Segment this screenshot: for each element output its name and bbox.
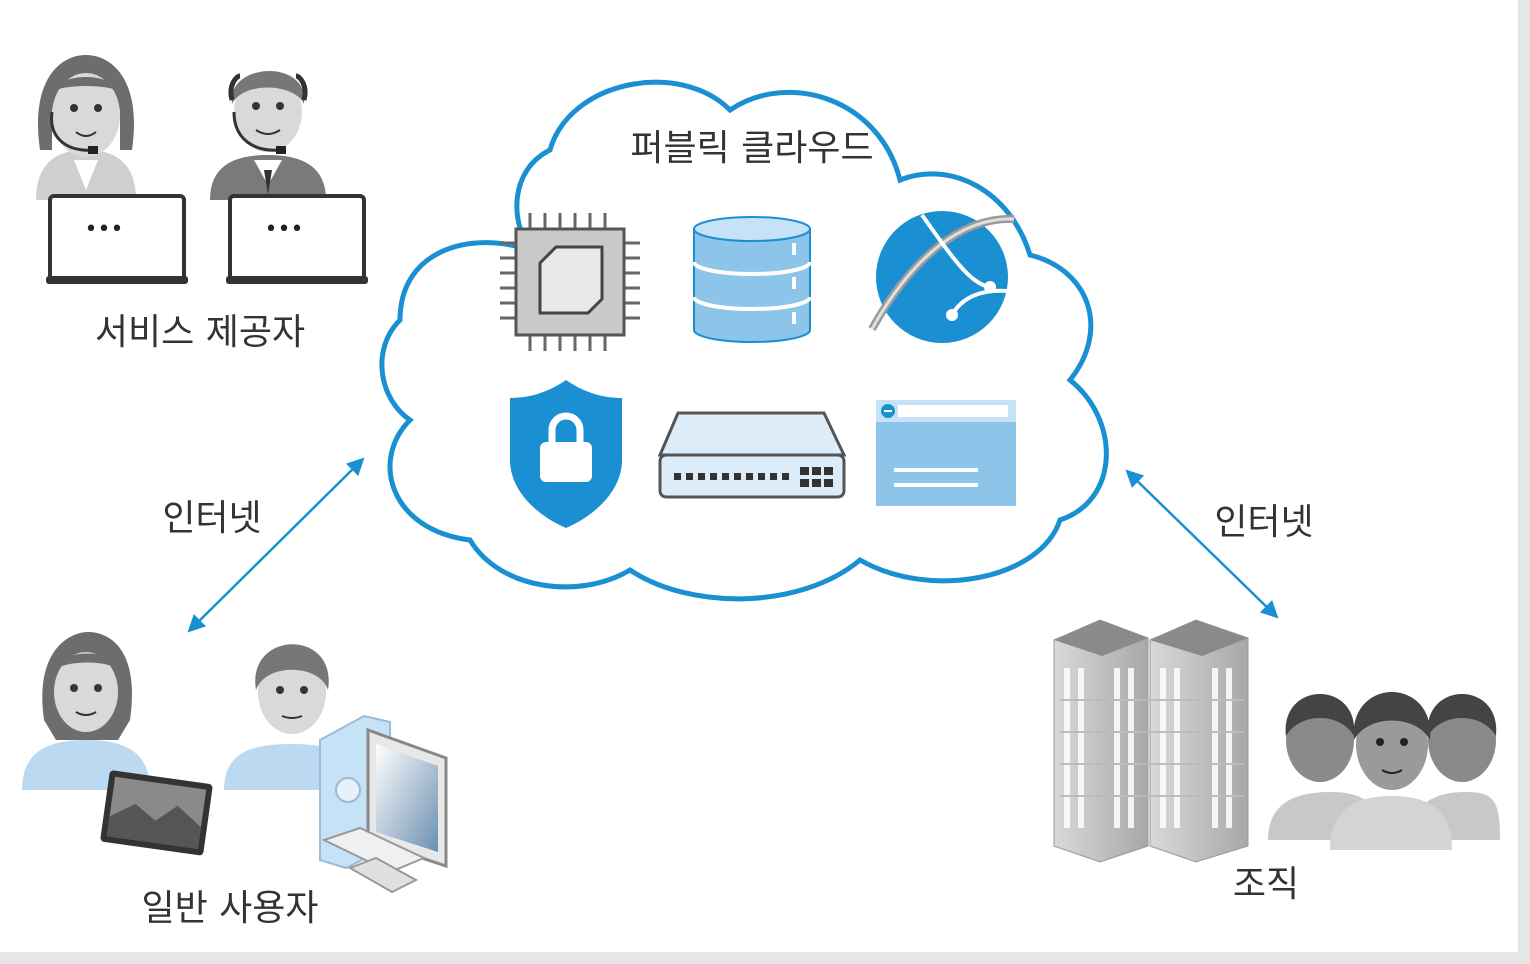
internet-arrow-left <box>187 457 365 633</box>
organization-group: 조직 <box>1053 619 1500 905</box>
cloud-title: 퍼블릭 클라우드 <box>630 128 873 169</box>
frame-edge-bottom <box>0 952 1530 964</box>
public-cloud: 퍼블릭 클라우드 <box>379 79 1109 602</box>
service-provider-group: ••• ••• 서비스 제공자 <box>36 55 368 353</box>
people-group-icon <box>1268 692 1500 850</box>
general-users-group: 일반 사용자 <box>22 632 448 929</box>
network-switch-icon <box>657 411 847 499</box>
web-window-icon <box>876 400 1016 506</box>
male-support-agent-icon <box>210 70 326 200</box>
security-shield-icon <box>510 380 622 528</box>
service-provider-label: 서비스 제공자 <box>95 312 305 353</box>
tablet-icon <box>100 770 213 856</box>
frame-edge-right <box>1518 0 1530 964</box>
database-icon <box>692 216 812 343</box>
general-users-label: 일반 사용자 <box>141 888 318 929</box>
globe-network-icon <box>868 211 1015 343</box>
laptop-icon-2: ••• <box>226 194 368 284</box>
internet-label-left: 인터넷 <box>162 498 261 539</box>
internet-label-right: 인터넷 <box>1214 502 1313 543</box>
laptop-icon-1: ••• <box>46 194 188 284</box>
desktop-computer-icon <box>319 714 448 894</box>
laptop-screen-dots-2: ••• <box>265 217 304 242</box>
internet-arrow-right <box>1125 469 1279 619</box>
cpu-icon <box>500 213 640 351</box>
office-buildings-icon <box>1053 619 1249 863</box>
laptop-screen-dots-1: ••• <box>85 217 124 242</box>
organization-label: 조직 <box>1233 864 1299 905</box>
female-support-agent-icon <box>36 55 136 200</box>
